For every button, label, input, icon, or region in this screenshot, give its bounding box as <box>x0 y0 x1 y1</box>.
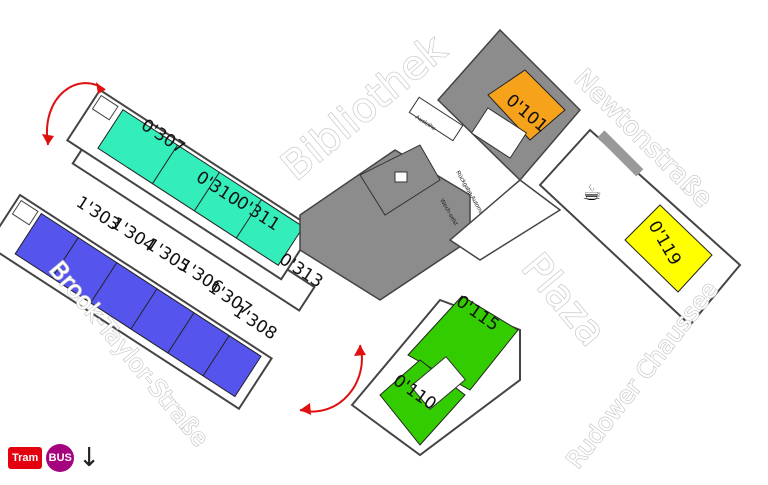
street-plaza: Plaza <box>512 245 615 355</box>
toilet-icon <box>11 199 39 226</box>
toilet-icon <box>470 107 528 159</box>
connector-arrow-top <box>45 82 106 146</box>
upper-right-building <box>436 28 582 182</box>
room-0119-area <box>624 204 713 293</box>
bottom-building <box>350 295 521 457</box>
connector-arrow-bottom <box>299 344 363 413</box>
teal-wing <box>65 88 316 281</box>
coffee-icon: ☕ <box>582 181 602 206</box>
arrow-down-icon: ↓ <box>78 443 101 473</box>
left-wing <box>0 193 273 411</box>
blue-rooms-block <box>14 212 262 398</box>
center-building: Ausleihe Rückgabe-Automat Wech-selst <box>299 96 485 301</box>
teal-rooms-block <box>97 109 304 267</box>
room-0101-area <box>487 69 566 141</box>
bus-badge: BUS <box>46 444 75 472</box>
tram-badge: Tram <box>8 447 43 469</box>
transport-legend: Tram BUS ↓ <box>8 444 100 472</box>
toilet-icon <box>410 356 466 410</box>
stairs-icon <box>91 94 119 121</box>
lower-right-building: ☕ <box>538 128 742 327</box>
